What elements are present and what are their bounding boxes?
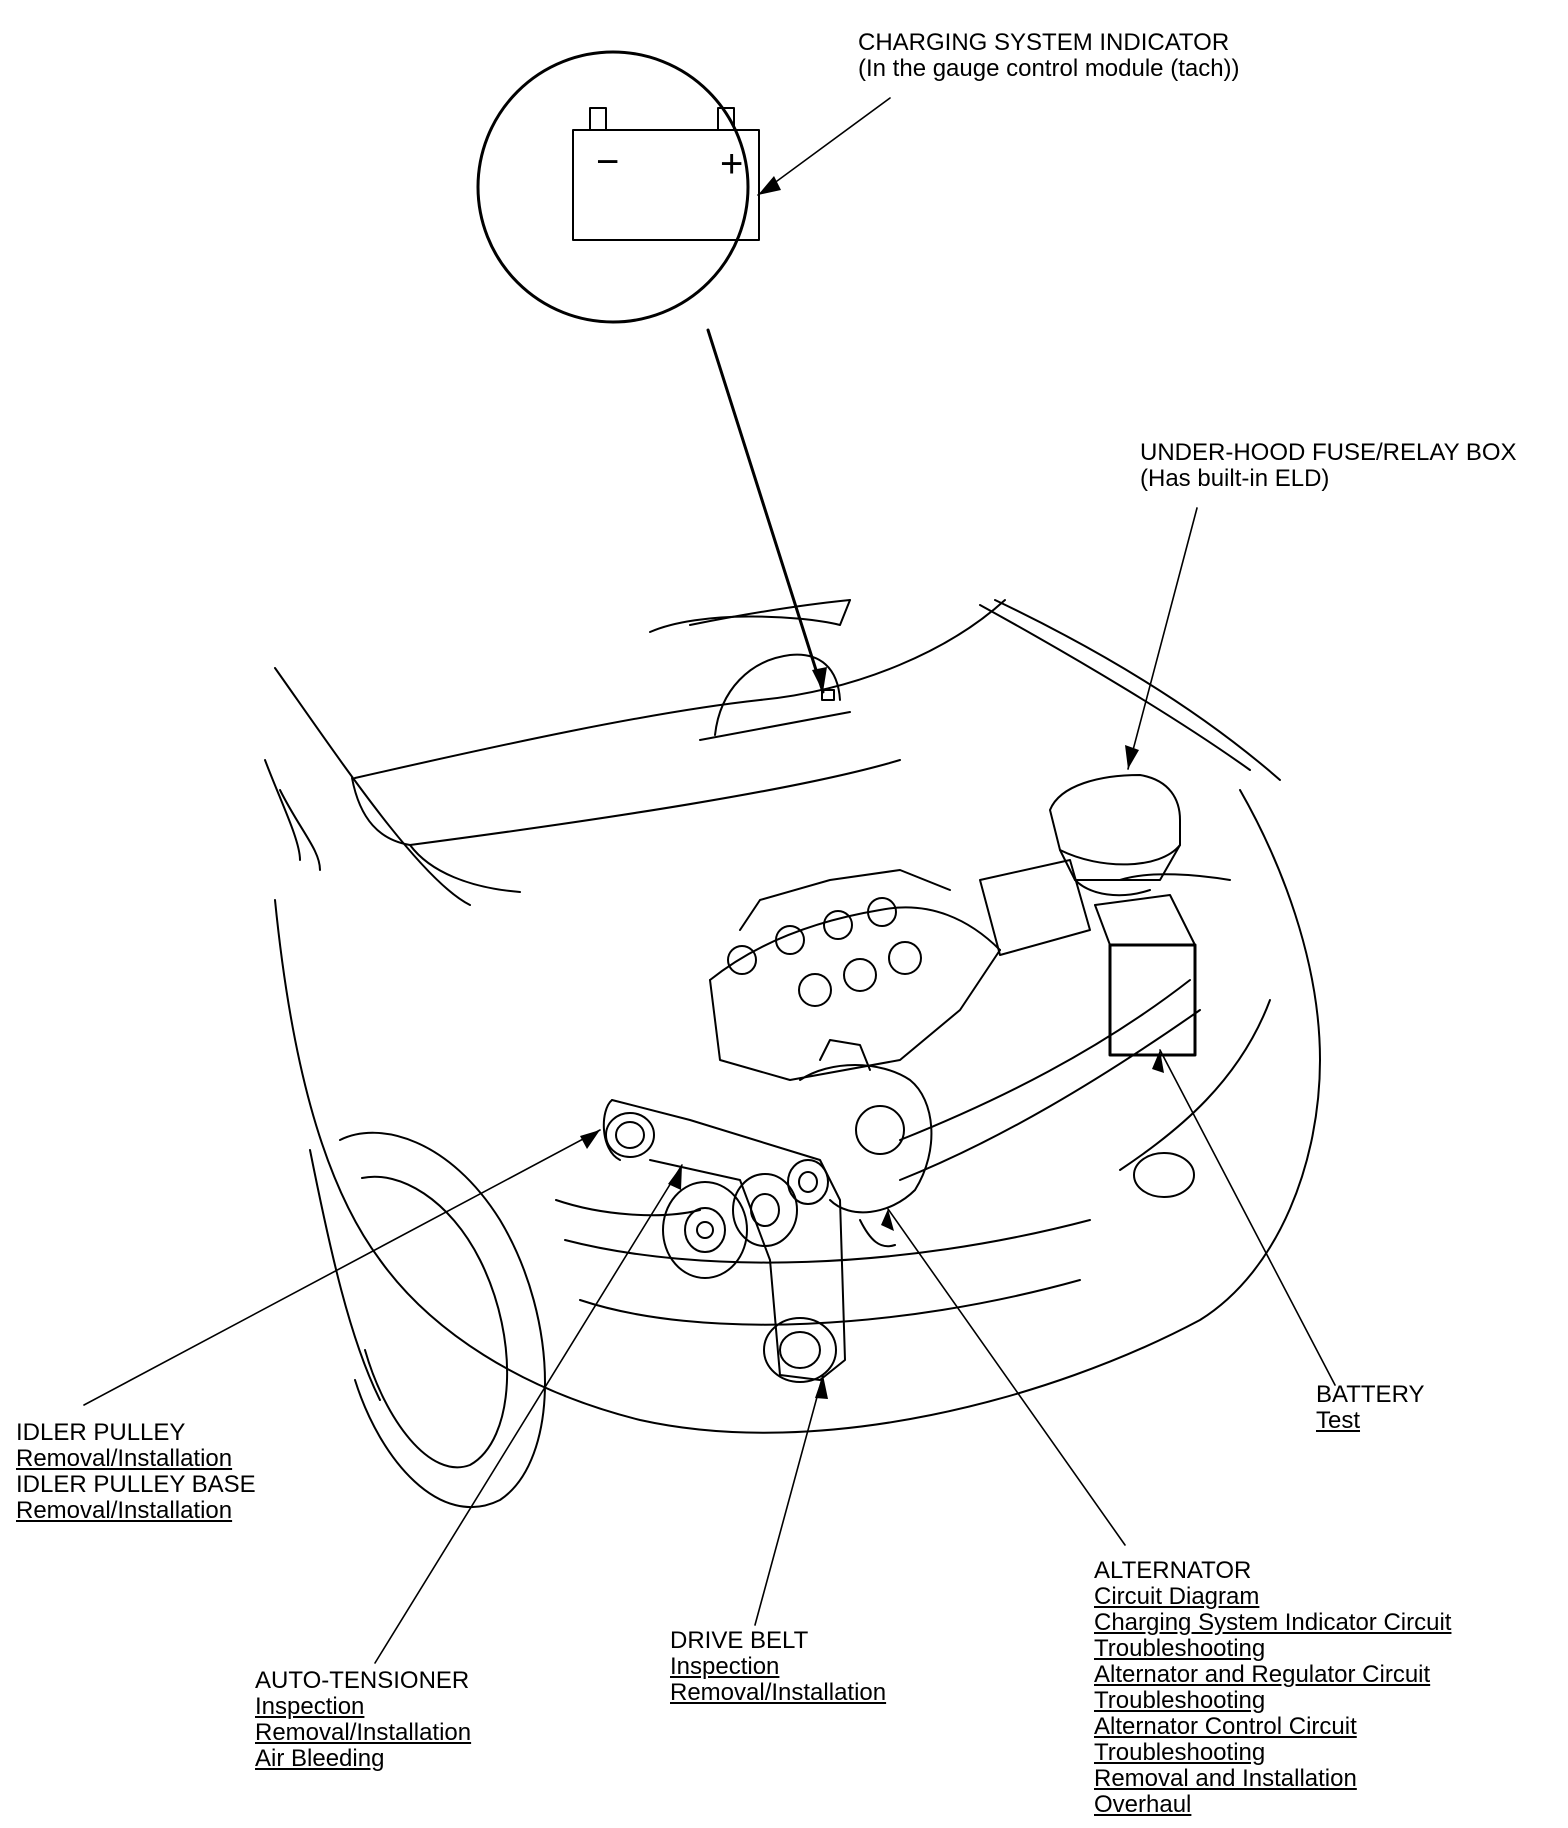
idler-pulley-base-removal-link[interactable]: Removal/Installation: [16, 1497, 233, 1524]
battery-test-link[interactable]: Test: [1316, 1407, 1361, 1434]
charging-indicator-subtitle: (In the gauge control module (tach)): [858, 55, 1240, 82]
battery-minus-sign: −: [596, 140, 619, 184]
alternator-overhaul-link[interactable]: Overhaul: [1094, 1791, 1192, 1818]
idler-pulley-removal-link[interactable]: Removal/Installation: [16, 1445, 233, 1472]
drive-belt-removal-link[interactable]: Removal/Installation: [670, 1679, 887, 1706]
fuse-box-subtitle: (Has built-in ELD): [1140, 465, 1330, 492]
drive-belt-title: DRIVE BELT: [670, 1627, 809, 1654]
alternator-regulator-troubleshooting-link[interactable]: Troubleshooting: [1094, 1687, 1266, 1714]
alternator-removal-installation-link[interactable]: Removal and Installation: [1094, 1765, 1357, 1792]
battery-title: BATTERY: [1316, 1381, 1425, 1408]
alternator-charging-indicator-troubleshooting-link[interactable]: Troubleshooting: [1094, 1635, 1266, 1662]
drive-belt-assembly: [602, 1039, 933, 1383]
alternator-title: ALTERNATOR: [1094, 1557, 1252, 1584]
fuse-relay-box: [1049, 774, 1181, 897]
idler-pulley-callout: IDLER PULLEY Removal/Installation IDLER …: [16, 1420, 256, 1524]
alternator-callout: ALTERNATOR Circuit Diagram Charging Syst…: [1094, 1558, 1451, 1818]
idler-pulley-base-title: IDLER PULLEY BASE: [16, 1471, 256, 1498]
auto-tensioner-air-bleeding-link[interactable]: Air Bleeding: [255, 1745, 385, 1772]
drive-belt-inspection-link[interactable]: Inspection: [670, 1653, 780, 1680]
fuse-box-title: UNDER-HOOD FUSE/RELAY BOX: [1140, 439, 1517, 466]
charging-indicator-callout: CHARGING SYSTEM INDICATOR (In the gauge …: [858, 30, 1240, 82]
alternator-charging-indicator-circuit-link[interactable]: Charging System Indicator Circuit: [1094, 1609, 1452, 1636]
battery-callout: BATTERY Test: [1316, 1382, 1424, 1434]
battery-symbol-icon: − +: [572, 107, 760, 241]
alternator-control-troubleshooting-link[interactable]: Troubleshooting: [1094, 1739, 1266, 1766]
front-wheel: [309, 1131, 546, 1508]
leader-arrowheads: [580, 176, 1164, 1399]
auto-tensioner-callout: AUTO-TENSIONER Inspection Removal/Instal…: [255, 1668, 471, 1772]
idler-pulley-title: IDLER PULLEY: [16, 1419, 186, 1446]
alternator-regulator-circuit-link[interactable]: Alternator and Regulator Circuit: [1094, 1661, 1431, 1688]
charging-indicator-title: CHARGING SYSTEM INDICATOR: [858, 29, 1230, 56]
alternator-control-circuit-link[interactable]: Alternator Control Circuit: [1094, 1713, 1357, 1740]
battery-plus-sign: +: [720, 142, 743, 186]
leader-lines: [83, 97, 1336, 1664]
auto-tensioner-removal-link[interactable]: Removal/Installation: [255, 1719, 472, 1746]
drive-belt-callout: DRIVE BELT Inspection Removal/Installati…: [670, 1628, 886, 1706]
auto-tensioner-inspection-link[interactable]: Inspection: [255, 1693, 365, 1720]
auto-tensioner-title: AUTO-TENSIONER: [255, 1667, 470, 1694]
engine-block: [709, 859, 1091, 1081]
fuse-box-callout: UNDER-HOOD FUSE/RELAY BOX (Has built-in …: [1140, 440, 1517, 492]
charging-indicator-magnifier: − +: [476, 50, 760, 324]
battery: [1094, 873, 1231, 1057]
car-body: [264, 599, 1321, 1508]
alternator-circuit-diagram-link[interactable]: Circuit Diagram: [1094, 1583, 1260, 1610]
